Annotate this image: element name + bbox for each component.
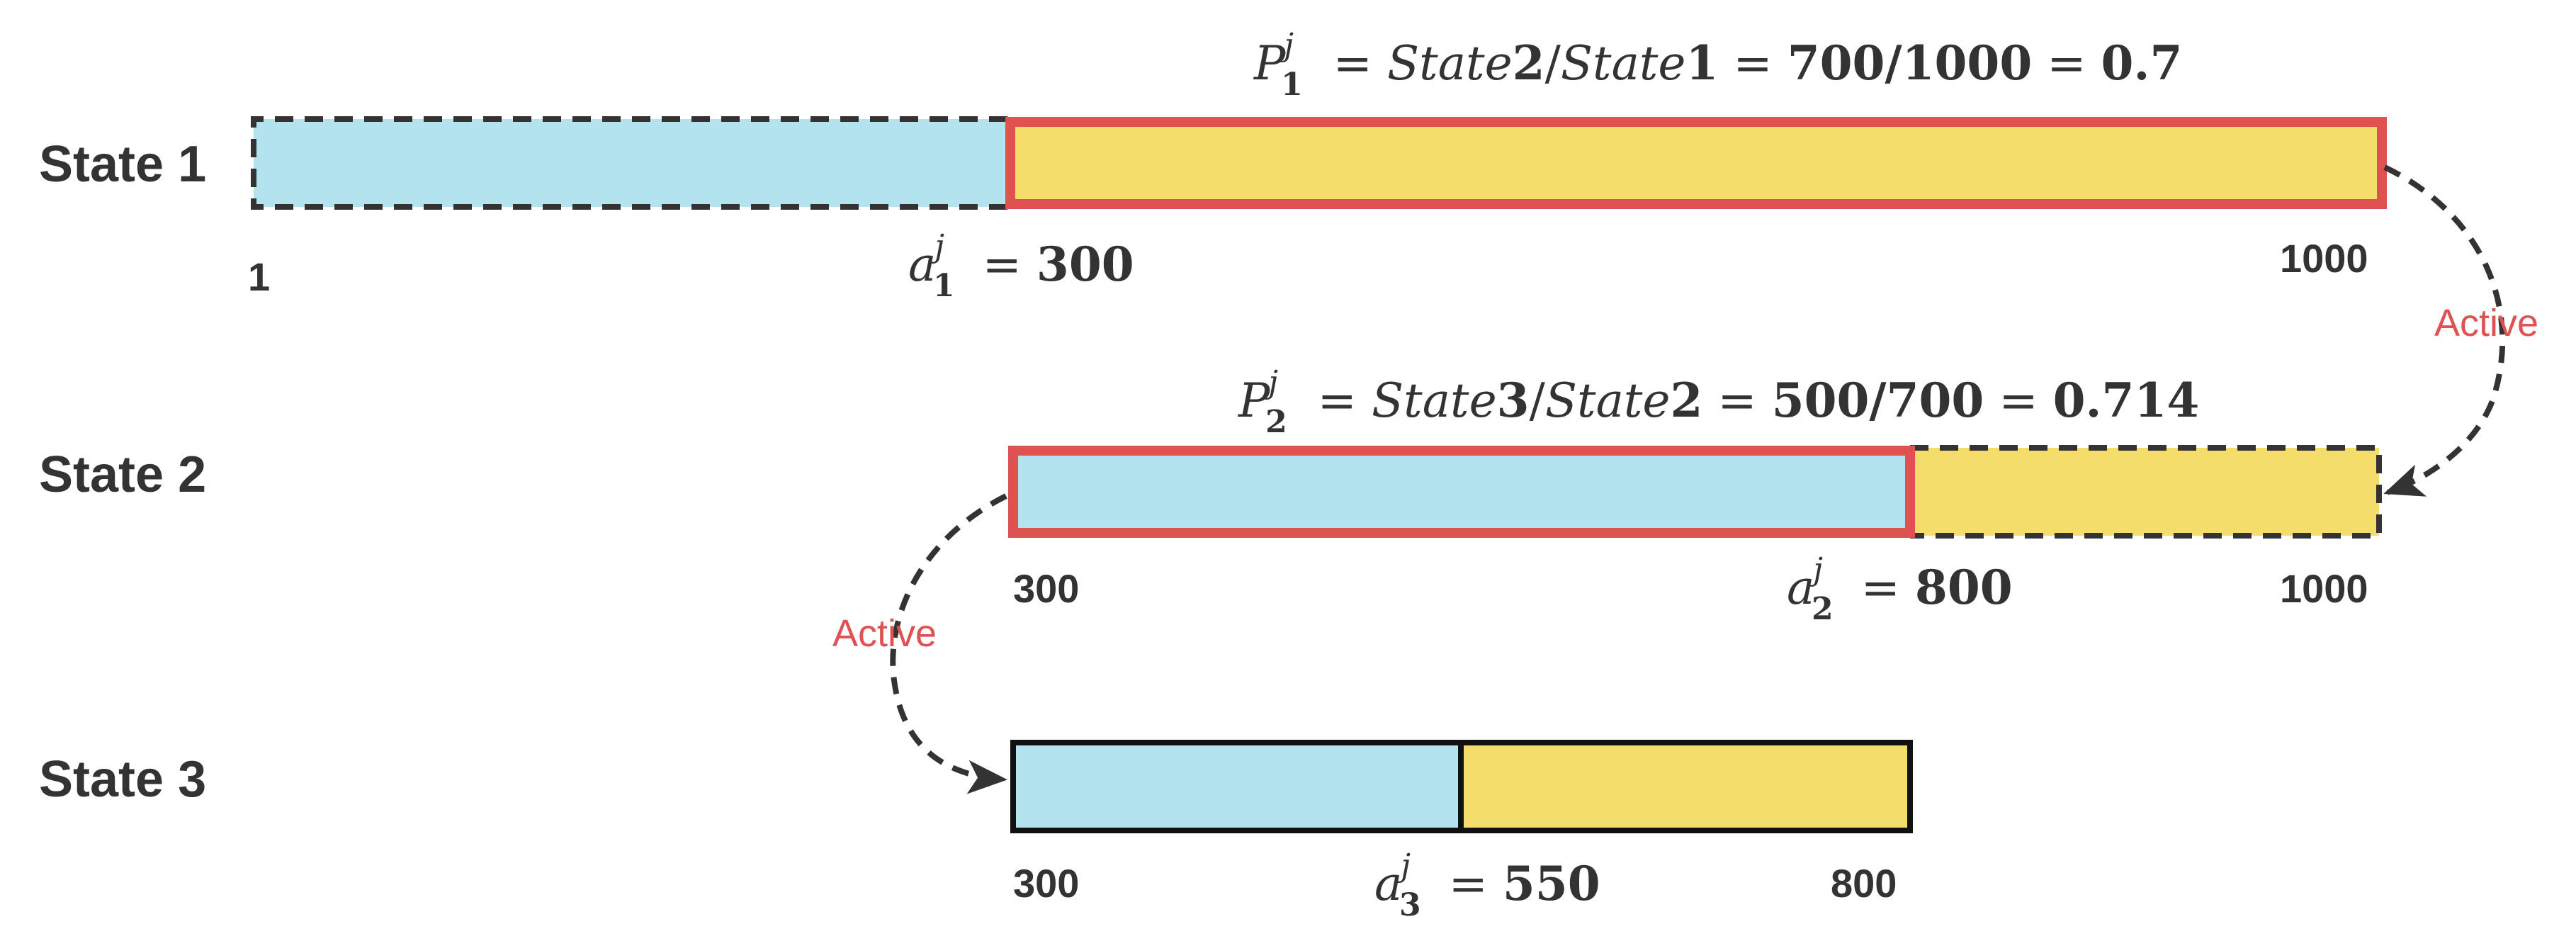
state1-label: State 1 bbox=[39, 136, 206, 193]
state1-end-label: 1000 bbox=[2280, 236, 2368, 281]
state3-bar bbox=[1010, 740, 1913, 833]
state2-label: State 2 bbox=[39, 446, 206, 503]
state2-bar bbox=[1008, 445, 2382, 539]
state3-end-label: 800 bbox=[1831, 861, 1897, 906]
state3-label: State 3 bbox=[39, 751, 206, 808]
state1-yellow-segment bbox=[1007, 119, 2382, 207]
state2-start-label: 300 bbox=[1013, 566, 1079, 611]
state2-yellow-segment bbox=[1910, 448, 2379, 536]
state1-active-outline bbox=[1005, 117, 2387, 209]
state1-start-label: 1 bbox=[248, 254, 270, 299]
state1-blue-segment bbox=[254, 119, 1007, 207]
active-arrow-2-label: Active bbox=[832, 612, 937, 655]
state1-bar bbox=[251, 116, 2387, 210]
state2-dashed-outline bbox=[1910, 445, 2382, 539]
state3-start-label: 300 bbox=[1013, 861, 1079, 906]
active-arrow-1-label: Active bbox=[2434, 302, 2538, 344]
state3-blue-segment bbox=[1013, 743, 1461, 830]
state2-blue-segment bbox=[1010, 448, 1910, 536]
state3-yellow-segment bbox=[1461, 743, 1910, 830]
state2-end-label: 1000 bbox=[2280, 566, 2368, 611]
state2-active-outline bbox=[1008, 446, 1915, 538]
